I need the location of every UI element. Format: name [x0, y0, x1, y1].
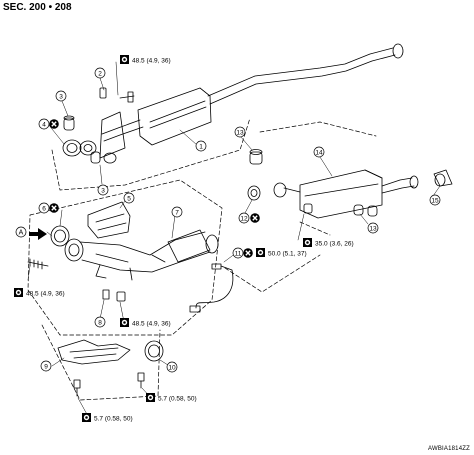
torque-spec: 50.0 (5.1, 37) — [256, 248, 307, 258]
lower-bolts — [73, 372, 145, 397]
section-title: SEC. 200 • 208 — [3, 2, 72, 13]
svg-text:48.5 (4.9, 36): 48.5 (4.9, 36) — [26, 291, 65, 298]
figure-reference-code: AWBIA1814ZZ — [428, 446, 470, 452]
torque-spec: 5.7 (0.58, 50) — [146, 393, 197, 403]
svg-text:48.5 (4.9, 36): 48.5 (4.9, 36) — [132, 58, 171, 65]
callout: 2 — [94, 67, 106, 79]
callout: 9 — [40, 360, 52, 372]
callout: 8 — [94, 316, 106, 328]
svg-text:3: 3 — [59, 93, 63, 100]
mounting-ring — [144, 340, 164, 362]
svg-text:11: 11 — [235, 250, 242, 257]
svg-text:9: 9 — [44, 363, 48, 370]
right-hanger-parts — [247, 149, 453, 217]
svg-text:13: 13 — [236, 129, 244, 136]
view-arrow-label: A — [19, 230, 24, 237]
do-not-reuse-icon — [49, 203, 59, 213]
torque-spec: 48.5 (4.9, 36) — [120, 318, 171, 328]
dashed-boundaries — [27, 117, 377, 401]
main-muffler-assembly — [79, 43, 404, 164]
callout: 4 — [38, 118, 50, 130]
svg-text:12: 12 — [240, 215, 248, 222]
do-not-reuse-icon — [49, 119, 59, 129]
do-not-reuse-icon — [250, 213, 260, 223]
front-tube-catalyst — [64, 229, 219, 281]
callout: 7 — [171, 206, 183, 218]
callout: 11 — [232, 247, 244, 259]
callout: 3 — [97, 184, 109, 196]
torque-wrench-icon — [256, 248, 265, 257]
torque-wrench-icon — [120, 318, 129, 327]
svg-text:7: 7 — [175, 209, 179, 216]
do-not-reuse-icon — [243, 248, 253, 258]
torque-wrench-icon — [303, 238, 312, 247]
svg-text:35.0 (3.6, 26): 35.0 (3.6, 26) — [315, 241, 354, 248]
svg-text:48.5 (4.9, 36): 48.5 (4.9, 36) — [132, 321, 171, 328]
svg-text:14: 14 — [315, 149, 323, 156]
svg-text:4: 4 — [42, 121, 46, 128]
svg-text:1: 1 — [199, 143, 203, 150]
torque-labels: 48.5 (4.9, 36) 50.0 (5.1, 37) 35.0 (3.6,… — [14, 55, 354, 423]
left-hanger-parts — [62, 87, 135, 164]
torque-wrench-icon — [120, 55, 129, 64]
callout: 13 — [367, 222, 379, 234]
callout: 3 — [55, 90, 67, 102]
front-gasket — [50, 225, 70, 247]
callout-group: 1 2 3 4 3 13 14 12 13 15 5 6 7 11 8 9 10 — [38, 67, 441, 373]
view-arrow: A — [15, 226, 47, 240]
torque-spec: 5.7 (0.58, 50) — [82, 413, 133, 423]
svg-text:6: 6 — [42, 205, 46, 212]
callout: 6 — [38, 202, 50, 214]
lower-heat-insulator — [57, 339, 131, 365]
torque-wrench-icon — [146, 393, 155, 402]
callout: 14 — [313, 146, 325, 158]
torque-spec: 35.0 (3.6, 26) — [303, 238, 354, 248]
studs-and-nuts — [27, 258, 126, 302]
callout: 5 — [123, 192, 135, 204]
svg-text:5.7 (0.58, 50): 5.7 (0.58, 50) — [94, 416, 133, 423]
callout: 10 — [166, 361, 178, 373]
svg-text:8: 8 — [98, 319, 102, 326]
svg-text:15: 15 — [431, 197, 439, 204]
svg-text:13: 13 — [369, 225, 377, 232]
svg-text:50.0 (5.1, 37): 50.0 (5.1, 37) — [268, 251, 307, 258]
oxygen-sensor — [189, 263, 234, 313]
callout: 13 — [234, 126, 246, 138]
svg-text:3: 3 — [101, 187, 105, 194]
torque-spec: 48.5 (4.9, 36) — [14, 288, 65, 298]
torque-wrench-icon — [14, 288, 23, 297]
svg-text:10: 10 — [168, 364, 176, 371]
callout: 12 — [238, 212, 250, 224]
callout: 15 — [429, 194, 441, 206]
leader-lines — [27, 61, 441, 419]
callout: 1 — [195, 140, 207, 152]
svg-text:5: 5 — [127, 195, 131, 202]
heat-insulator — [87, 201, 131, 239]
sub-muffler-assembly — [273, 169, 419, 219]
torque-wrench-icon — [82, 413, 91, 422]
svg-text:2: 2 — [98, 70, 102, 77]
svg-text:5.7 (0.58, 50): 5.7 (0.58, 50) — [158, 396, 197, 403]
torque-spec: 48.5 (4.9, 36) — [120, 55, 171, 65]
